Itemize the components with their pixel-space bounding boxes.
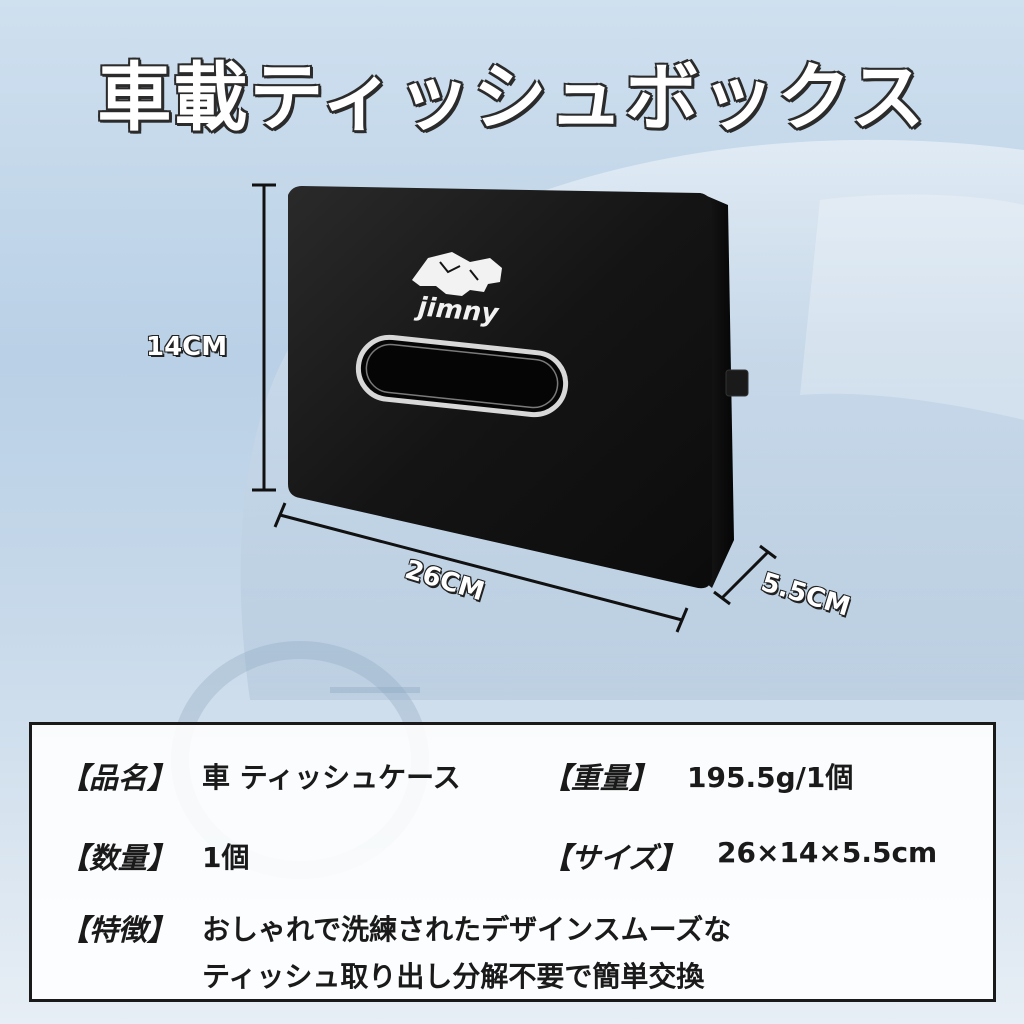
page-title: 車載ティッシュボックス: [97, 55, 927, 141]
feature-line-1: おしゃれで洗練されたデザインスムーズな: [202, 913, 732, 946]
size-value: 26×14×5.5cm: [717, 836, 938, 869]
depth-dimension-line: [713, 544, 777, 606]
width-dimension-line: [273, 502, 689, 633]
brand-logo-text: jimny: [413, 292, 501, 329]
height-dimension-line: [252, 183, 276, 492]
spec-panel: 【品名】 車 ティッシュケース 【重量】 195.5g/1個 【数量】 1個 【…: [29, 722, 996, 1002]
quantity-label: 【数量】: [60, 841, 177, 875]
feature-label: 【特徴】: [60, 913, 177, 947]
height-label: 14CM: [146, 332, 228, 362]
weight-value: 195.5g/1個: [687, 761, 854, 794]
quantity-value: 1個: [202, 841, 250, 874]
name-label: 【品名】: [60, 761, 177, 795]
tissue-slot: [355, 334, 569, 418]
name-value: 車 ティッシュケース: [202, 761, 461, 794]
feature-line-2: ティッシュ取り出し分解不要で簡単交換: [202, 960, 705, 993]
rhino-icon: [412, 252, 502, 296]
size-label: 【サイズ】: [542, 841, 687, 875]
weight-label: 【重量】: [542, 761, 659, 795]
